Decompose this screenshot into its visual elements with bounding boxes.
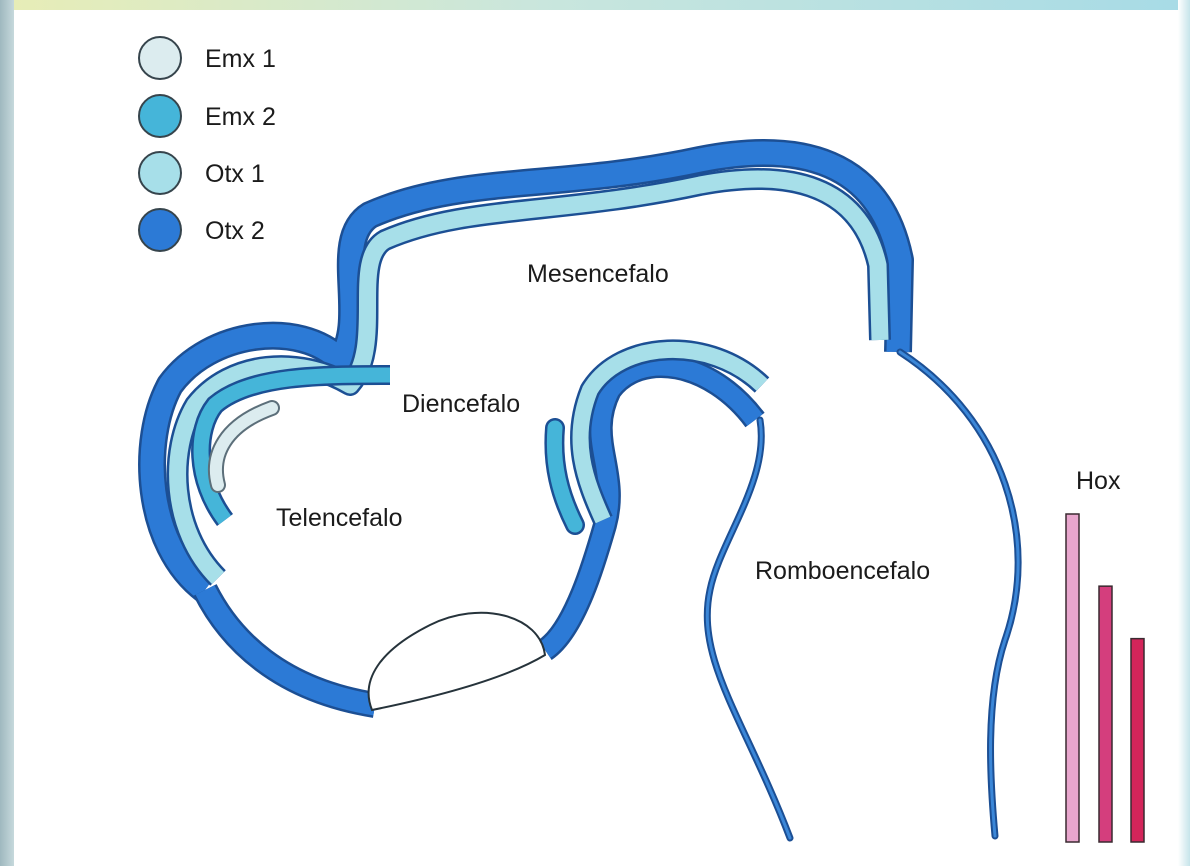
emx1-expression-band: [216, 408, 272, 485]
legend-label-otx2: Otx 2: [205, 217, 265, 245]
legend-swatch-emx2: [139, 95, 181, 137]
legend-item-emx2: Emx 2: [139, 95, 276, 137]
legend: Emx 1 Emx 2 Otx 1 Otx 2: [139, 37, 276, 251]
legend-swatch-otx2: [139, 209, 181, 251]
hox-group: Hox: [1066, 467, 1144, 842]
floor-opening: [369, 613, 545, 710]
romboencefalo-dorsal-line-inner: [900, 352, 1018, 836]
hox-bar-3: [1131, 639, 1144, 842]
romboencefalo-ventral-line: [707, 420, 790, 838]
legend-swatch-emx1: [139, 37, 181, 79]
label-telencefalo: Telencefalo: [276, 504, 402, 532]
hox-bar-2: [1099, 586, 1112, 842]
romboencefalo-ventral-line-inner: [707, 420, 790, 838]
romboencefalo-dorsal-line: [900, 352, 1018, 836]
legend-item-emx1: Emx 1: [139, 37, 276, 79]
hox-title: Hox: [1076, 467, 1121, 495]
label-romboencefalo: Romboencefalo: [755, 557, 930, 585]
legend-label-otx1: Otx 1: [205, 160, 265, 188]
legend-label-emx1: Emx 1: [205, 45, 276, 73]
legend-swatch-otx1: [139, 152, 181, 194]
label-mesencefalo: Mesencefalo: [527, 260, 669, 288]
legend-item-otx2: Otx 2: [139, 209, 265, 251]
legend-item-otx1: Otx 1: [139, 152, 265, 194]
label-diencefalo: Diencefalo: [402, 390, 520, 418]
legend-label-emx2: Emx 2: [205, 103, 276, 131]
hox-bar-1: [1066, 514, 1079, 842]
